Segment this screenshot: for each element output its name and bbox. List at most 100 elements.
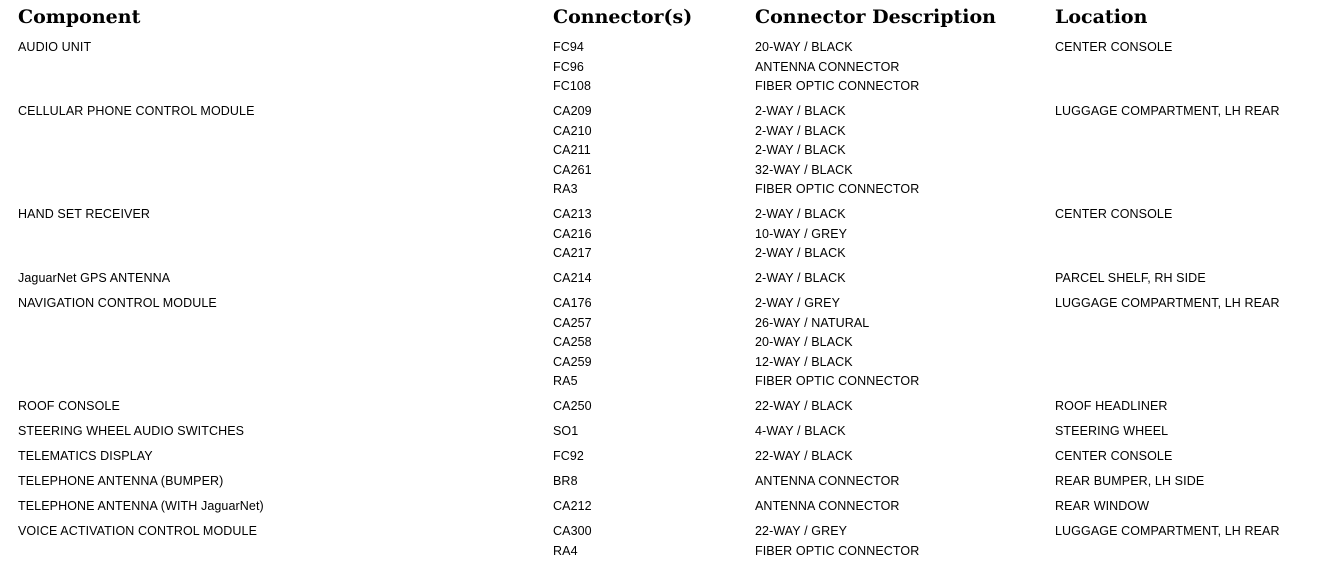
connectors-cell: CA250 — [553, 397, 592, 417]
connector-id: CA300 — [553, 524, 592, 538]
connector-id: FC92 — [553, 449, 584, 463]
table-row: TELEMATICS DISPLAY FC92 22-WAY / BLACK CENT… — [0, 447, 1344, 472]
connector-id: RA4 — [553, 543, 578, 558]
location-cell: ROOF HEADLINER — [1055, 399, 1168, 413]
connector-description: 2-WAY / BLACK — [755, 271, 846, 285]
connectors-cell: CA214 — [553, 269, 592, 289]
location-cell: LUGGAGE COMPARTMENT, LH REAR — [1055, 524, 1280, 538]
connector-id: FC94 — [553, 40, 584, 54]
location-cell: CENTER CONSOLE — [1055, 40, 1173, 54]
descriptions-cell: ANTENNA CONNECTOR — [755, 472, 900, 492]
connector-description: FIBER OPTIC CONNECTOR — [755, 543, 920, 558]
descriptions-cell: 22-WAY / GREY FIBER OPTIC CONNECTOR — [755, 522, 919, 561]
connector-id: CA211 — [553, 143, 591, 157]
component-cell: HAND SET RECEIVER — [18, 207, 151, 221]
connector-id: FC108 — [553, 79, 592, 93]
descriptions-cell: 20-WAY / BLACK ANTENNA CONNECTOR FIBER OPT… — [755, 38, 919, 97]
connector-id: CA250 — [553, 399, 592, 413]
descriptions-cell: 2-WAY / BLACK — [755, 269, 846, 289]
header-connector-description: Connector Description — [755, 6, 996, 28]
connector-description: 2-WAY / BLACK — [755, 104, 846, 118]
table-row: TELEPHONE ANTENNA (BUMPER) BR8 ANTENNA CON… — [0, 472, 1344, 497]
location-cell: REAR BUMPER, LH SIDE — [1055, 474, 1205, 488]
location-cell: PARCEL SHELF, RH SIDE — [1055, 271, 1206, 285]
descriptions-cell: 2-WAY / GREY 26-WAY / NATURAL 20-WAY / BLA… — [755, 294, 919, 392]
connectors-cell: BR8 — [553, 472, 578, 492]
connector-id: CA209 — [553, 104, 592, 118]
header-connectors: Connector(s) — [553, 6, 693, 28]
header-location: Location — [1055, 6, 1148, 28]
connector-id: BR8 — [553, 474, 578, 488]
connector-description: 20-WAY / BLACK — [755, 335, 853, 349]
connector-description: 2-WAY / GREY — [755, 296, 841, 310]
connector-id: CA176 — [553, 296, 592, 310]
connectors-cell: FC92 — [553, 447, 584, 467]
descriptions-cell: 4-WAY / BLACK — [755, 422, 846, 442]
connector-description: 32-WAY / BLACK — [755, 162, 853, 177]
component-cell: TELEMATICS DISPLAY — [18, 449, 153, 463]
connector-description: FIBER OPTIC CONNECTOR — [755, 374, 920, 388]
location-cell: LUGGAGE COMPARTMENT, LH REAR — [1055, 296, 1280, 310]
location-cell: REAR WINDOW — [1055, 499, 1150, 513]
connector-description: 2-WAY / BLACK — [755, 207, 846, 221]
connector-description: FIBER OPTIC CONNECTOR — [755, 182, 920, 196]
connector-description: 22-WAY / BLACK — [755, 399, 853, 413]
connector-id: CA258 — [553, 335, 592, 349]
connector-id: CA210 — [553, 123, 592, 138]
component-cell: TELEPHONE ANTENNA (WITH JaguarNet) — [18, 499, 264, 513]
location-cell: CENTER CONSOLE — [1055, 449, 1173, 463]
component-cell: CELLULAR PHONE CONTROL MODULE — [18, 104, 255, 118]
connector-id: CA259 — [553, 354, 592, 369]
connector-id: RA5 — [553, 374, 578, 388]
connector-id: RA3 — [553, 182, 578, 196]
connector-description: 26-WAY / NATURAL — [755, 315, 870, 330]
header-component: Component — [18, 6, 141, 28]
connector-description: FIBER OPTIC CONNECTOR — [755, 79, 920, 93]
connector-description: 22-WAY / GREY — [755, 524, 848, 538]
connector-id: FC96 — [553, 59, 584, 74]
descriptions-cell: 22-WAY / BLACK — [755, 397, 853, 417]
location-cell: STEERING WHEEL — [1055, 424, 1169, 438]
component-cell: JaguarNet GPS ANTENNA — [18, 271, 171, 285]
table-row: TELEPHONE ANTENNA (WITH JaguarNet) CA212 A… — [0, 497, 1344, 522]
connector-id: CA213 — [553, 207, 592, 221]
connector-description: 20-WAY / BLACK — [755, 40, 853, 54]
descriptions-cell: 22-WAY / BLACK — [755, 447, 853, 467]
component-cell: AUDIO UNIT — [18, 40, 92, 54]
connector-description: ANTENNA CONNECTOR — [755, 474, 900, 488]
connector-id: CA217 — [553, 246, 592, 260]
connector-id: CA212 — [553, 499, 592, 513]
connector-description: ANTENNA CONNECTOR — [755, 59, 900, 74]
connector-description: 4-WAY / BLACK — [755, 424, 846, 438]
connector-id: CA214 — [553, 271, 592, 285]
location-cell: CENTER CONSOLE — [1055, 207, 1173, 221]
component-cell: VOICE ACTIVATION CONTROL MODULE — [18, 524, 258, 538]
component-cell: ROOF CONSOLE — [18, 399, 120, 413]
connector-description: ANTENNA CONNECTOR — [755, 499, 900, 513]
connector-id: CA261 — [553, 162, 592, 177]
component-cell: TELEPHONE ANTENNA (BUMPER) — [18, 474, 224, 488]
connectors-cell: SO1 — [553, 422, 578, 442]
connector-description: 12-WAY / BLACK — [755, 354, 853, 369]
connector-description: 2-WAY / BLACK — [755, 143, 846, 157]
table-header: Component Connector(s) Connector Descrip… — [0, 4, 1344, 32]
connector-description: 22-WAY / BLACK — [755, 449, 853, 463]
connectors-cell: CA212 — [553, 497, 592, 517]
component-cell: NAVIGATION CONTROL MODULE — [18, 296, 217, 310]
descriptions-cell: ANTENNA CONNECTOR — [755, 497, 900, 517]
connector-id: CA257 — [553, 315, 592, 330]
connector-id: SO1 — [553, 424, 579, 438]
